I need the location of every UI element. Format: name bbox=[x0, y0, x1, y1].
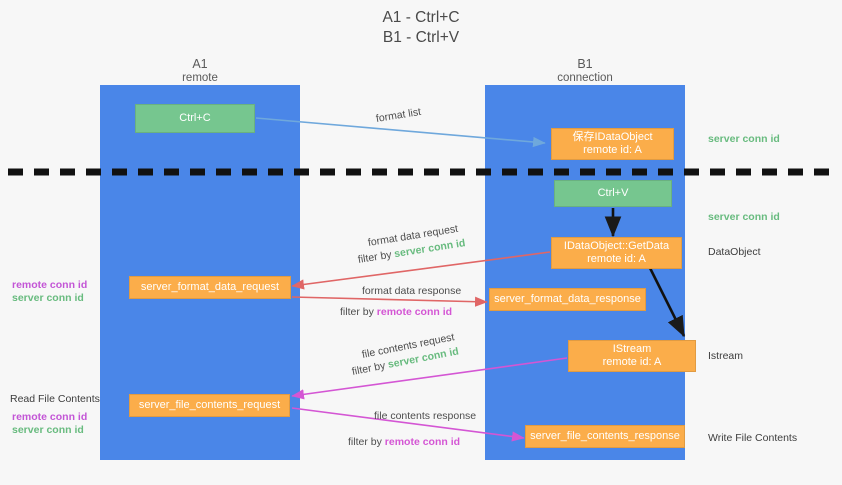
node-idataobject-getdata-label: IDataObject::GetData bbox=[563, 240, 670, 252]
annotation-write-file-contents: Write File Contents bbox=[708, 432, 798, 444]
edge-label-format-data-response: format data response bbox=[362, 285, 462, 297]
annotation-remote-conn-id-2: remote conn id bbox=[12, 411, 88, 423]
annotation-dataobject: DataObject bbox=[708, 246, 761, 258]
filter-key-remote-conn-id-1: remote conn id bbox=[376, 306, 453, 318]
filter-prefix-4: filter by bbox=[348, 436, 385, 448]
column-header-b1: B1 connection bbox=[485, 58, 685, 85]
node-istream-label: IStream bbox=[612, 343, 652, 355]
node-ctrl-v-label: Ctrl+V bbox=[597, 187, 629, 199]
edge-label-file-contents-response: file contents response bbox=[374, 410, 477, 422]
edge-label-file-contents-response-filter: filter by remote conn id bbox=[348, 435, 460, 449]
node-istream[interactable]: IStream remote id: A bbox=[568, 340, 696, 372]
node-server-format-data-request-label: server_format_data_request bbox=[140, 281, 280, 293]
column-header-a1: A1 remote bbox=[100, 58, 300, 85]
node-server-file-contents-response-label: server_file_contents_response bbox=[530, 430, 680, 442]
edge-label-format-list: format list bbox=[375, 105, 422, 125]
column-header-a1-name: A1 bbox=[192, 57, 208, 71]
node-ctrl-v[interactable]: Ctrl+V bbox=[554, 180, 672, 207]
node-save-idataobject[interactable]: 保存IDataObject remote id: A bbox=[551, 128, 674, 160]
node-ctrl-c-label: Ctrl+C bbox=[179, 112, 211, 124]
node-server-file-contents-request[interactable]: server_file_contents_request bbox=[129, 394, 290, 417]
node-istream-remote-id: remote id: A bbox=[602, 356, 662, 368]
column-header-a1-sub: remote bbox=[182, 72, 218, 84]
filter-key-remote-conn-id-2: remote conn id bbox=[384, 436, 461, 448]
filter-prefix-2: filter by bbox=[340, 306, 377, 318]
annotation-istream: Istream bbox=[708, 350, 744, 362]
annotation-remote-conn-id-1: remote conn id bbox=[12, 279, 88, 291]
edge-label-format-data-response-filter: filter by remote conn id bbox=[340, 305, 452, 319]
annotation-server-conn-id-top: server conn id bbox=[708, 133, 780, 145]
node-server-file-contents-request-label: server_file_contents_request bbox=[138, 399, 281, 411]
annotation-server-conn-id-1: server conn id bbox=[12, 292, 84, 304]
annotation-conn-ids-file: remote conn id server conn id bbox=[12, 411, 87, 437]
node-server-format-data-response[interactable]: server_format_data_response bbox=[489, 288, 646, 311]
node-ctrl-c[interactable]: Ctrl+C bbox=[135, 104, 255, 133]
page-title: A1 - Ctrl+C B1 - Ctrl+V bbox=[382, 9, 460, 46]
annotation-conn-ids-format: remote conn id server conn id bbox=[12, 279, 87, 305]
annotation-read-file-contents: Read File Contents bbox=[10, 393, 100, 405]
node-save-idataobject-remote-id: remote id: A bbox=[583, 144, 642, 156]
annotation-server-conn-id-mid: server conn id bbox=[708, 211, 780, 223]
node-idataobject-getdata-remote-id: remote id: A bbox=[587, 253, 646, 265]
node-server-format-data-request[interactable]: server_format_data_request bbox=[129, 276, 291, 299]
node-save-idataobject-label: 保存IDataObject bbox=[572, 131, 653, 143]
column-header-b1-sub: connection bbox=[557, 72, 613, 84]
filter-prefix-3: filter by bbox=[350, 359, 390, 378]
node-idataobject-getdata[interactable]: IDataObject::GetData remote id: A bbox=[551, 237, 682, 269]
annotation-server-conn-id-2: server conn id bbox=[12, 424, 84, 436]
filter-prefix-1: filter by bbox=[357, 248, 396, 266]
node-server-file-contents-response[interactable]: server_file_contents_response bbox=[525, 425, 685, 448]
column-header-b1-name: B1 bbox=[577, 57, 593, 71]
node-server-format-data-response-label: server_format_data_response bbox=[494, 293, 641, 305]
